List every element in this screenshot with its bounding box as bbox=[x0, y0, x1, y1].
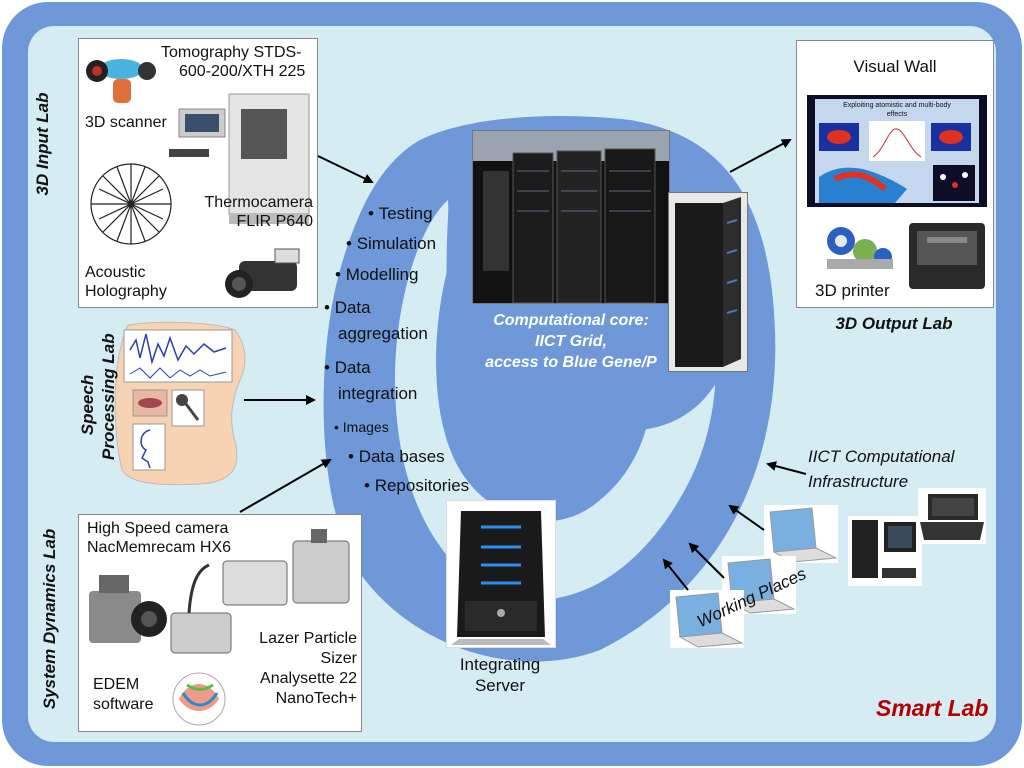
camera-label: High Speed camera NacMemrecam HX6 bbox=[87, 519, 231, 557]
infrastructure-line-1: IICT Computational bbox=[808, 447, 955, 466]
core-caption: Computational core: IICT Grid, access to… bbox=[456, 310, 686, 373]
edem-software-icon bbox=[172, 672, 226, 726]
spectrum-icon bbox=[129, 367, 227, 379]
acoustic-line-1: Acoustic bbox=[85, 264, 146, 281]
activity-data-integration-line-2: integration bbox=[338, 384, 418, 403]
server-line-2: Server bbox=[474, 676, 526, 695]
integrating-server-photo bbox=[446, 500, 556, 648]
scanner-icon bbox=[86, 59, 156, 103]
camera-line-2: NacMemrecam HX6 bbox=[87, 539, 232, 556]
tomography-line-1: Tomography STDS- bbox=[161, 44, 302, 61]
edem-line-2: software bbox=[93, 696, 154, 713]
desktop-computer-icon bbox=[848, 516, 922, 586]
thermocamera-icon bbox=[225, 248, 300, 298]
camera-line-1: High Speed camera bbox=[87, 520, 229, 537]
input-lab-art bbox=[86, 59, 310, 298]
tomography-line-2: 600-200/XTH 225 bbox=[179, 63, 306, 80]
activity-modelling: Modelling bbox=[335, 265, 419, 284]
waveform-panel bbox=[123, 329, 233, 383]
server-racks-icon bbox=[473, 131, 669, 303]
server-label: Integrating Server bbox=[426, 654, 574, 696]
output-lab-title: 3D Output Lab bbox=[835, 314, 953, 333]
tablet-pc-icon bbox=[918, 488, 986, 544]
dynamics-lab-panel: High Speed camera NacMemrecam HX6 Lazer … bbox=[78, 514, 362, 732]
screen-title-line-1: Exploiting atomistic and multi-body bbox=[843, 102, 951, 109]
activity-simulation: Simulation bbox=[346, 234, 436, 253]
infrastructure-line-2: Infrastructure bbox=[808, 472, 909, 491]
printer-label: 3D printer bbox=[815, 281, 890, 300]
acoustic-line-2: Holography bbox=[85, 283, 167, 300]
thermocamera-line-2: FLIR P640 bbox=[236, 213, 313, 230]
acoustic-holography-icon bbox=[90, 163, 172, 245]
thermocamera-label: Thermocamera FLIR P640 bbox=[187, 193, 313, 231]
arrow-input-to-core bbox=[317, 155, 374, 184]
lazer-line-1: Lazer Particle bbox=[259, 630, 357, 647]
core-caption-line-2: IICT Grid, bbox=[535, 333, 607, 350]
edem-line-1: EDEM bbox=[93, 676, 140, 693]
scanner-label: 3D scanner bbox=[85, 114, 167, 131]
screen-slide: Exploiting atomistic and multi-body effe… bbox=[815, 99, 979, 203]
activity-data-aggregation: Data bbox=[324, 298, 371, 317]
arrow-laptop-1 bbox=[728, 504, 765, 531]
screen-title: Exploiting atomistic and multi-body effe… bbox=[815, 101, 979, 119]
lazer-label: Lazer Particle Sizer Analysette 22 NanoT… bbox=[229, 629, 357, 709]
laptop-icon bbox=[764, 505, 838, 563]
tomography-label: Tomography STDS- 600-200/XTH 225 bbox=[161, 43, 317, 81]
laptop-icon-3 bbox=[670, 590, 744, 648]
screen-title-line-2: effects bbox=[886, 111, 908, 118]
tomography-machine-icon bbox=[169, 93, 310, 224]
activity-testing: Testing bbox=[368, 204, 433, 223]
input-lab-panel: Tomography STDS- 600-200/XTH 225 3D scan… bbox=[78, 38, 318, 308]
dynamics-lab-art bbox=[89, 529, 350, 726]
arrow-core-to-output bbox=[729, 139, 792, 173]
high-speed-camera-icon bbox=[89, 575, 167, 643]
server-line-1: Integrating bbox=[459, 655, 541, 674]
activity-images: Images bbox=[334, 418, 389, 437]
smart-lab-title: Smart Lab bbox=[876, 695, 989, 721]
lips-shape bbox=[138, 398, 162, 408]
arrow-laptop-3 bbox=[662, 558, 689, 591]
particle-sizer-icon bbox=[170, 529, 350, 654]
thermocamera-line-1: Thermocamera bbox=[204, 194, 313, 211]
activity-data-integration: Data bbox=[324, 358, 371, 377]
output-lab-panel: Visual Wall Exploiting atomistic and mul… bbox=[796, 40, 994, 308]
simulation-graphics bbox=[819, 121, 975, 203]
output-lab-art bbox=[827, 223, 985, 289]
gear-model-icon bbox=[827, 227, 893, 269]
head-profile-icon bbox=[132, 423, 166, 471]
lazer-line-2: Sizer bbox=[320, 650, 357, 667]
core-caption-line-1: Computational core: bbox=[493, 312, 649, 329]
acoustic-label: Acoustic Holography bbox=[85, 263, 167, 301]
activity-data-bases: Data bases bbox=[348, 447, 445, 466]
lazer-line-3: Analysette 22 bbox=[260, 670, 357, 687]
arrow-infrastructure-to-core bbox=[766, 461, 807, 475]
server-tower-icon bbox=[451, 511, 551, 645]
activity-repositories: Repositories bbox=[364, 476, 470, 495]
visual-wall-screen: Exploiting atomistic and multi-body effe… bbox=[807, 95, 987, 207]
visual-wall-label: Visual Wall bbox=[853, 57, 937, 76]
infrastructure-label: IICT Computational Infrastructure bbox=[808, 444, 954, 494]
arrow-laptop-2 bbox=[688, 542, 725, 579]
arrow-dynamics-to-core bbox=[239, 458, 332, 513]
core-caption-line-3: access to Blue Gene/P bbox=[485, 354, 657, 371]
waveform-icon bbox=[129, 333, 227, 365]
supercomputer-photo bbox=[472, 130, 670, 304]
lazer-line-4: NanoTech+ bbox=[275, 690, 357, 707]
blue-gene-photo bbox=[668, 192, 748, 372]
blue-gene-rack-icon bbox=[675, 197, 741, 367]
activity-data-aggregation-line-2: aggregation bbox=[338, 324, 428, 343]
3d-printer-icon bbox=[909, 223, 985, 289]
edem-label: EDEM software bbox=[93, 675, 153, 715]
